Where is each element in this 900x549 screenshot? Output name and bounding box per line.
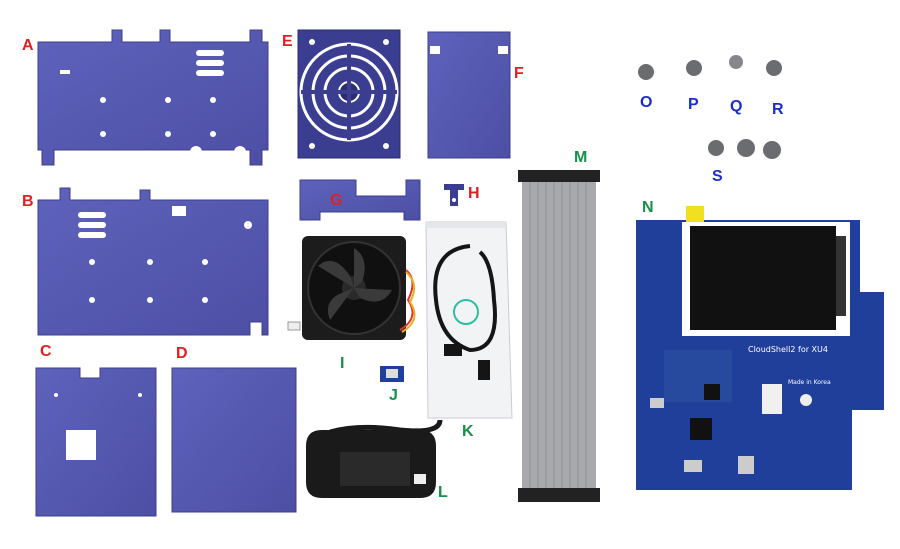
label-c: C [40, 343, 52, 360]
panel-f-fan-mount [427, 31, 511, 159]
pcb-title: CloudShell2 for XU4 [748, 345, 828, 354]
panel-e-fan-grill [297, 29, 401, 159]
panel-c-side-plate [35, 367, 157, 517]
label-f: F [514, 65, 524, 82]
part-l-power-adapter [306, 419, 443, 498]
label-n: N [642, 199, 654, 216]
label-k: K [462, 423, 474, 440]
label-g: G [330, 192, 343, 209]
label-j: J [389, 387, 398, 404]
label-i: I [340, 355, 345, 372]
label-b: B [22, 193, 34, 210]
label-e: E [282, 33, 293, 50]
part-k-usb-cable-bag [425, 221, 513, 419]
panel-d-side-plate [171, 367, 297, 513]
part-j-connector-board [380, 366, 404, 382]
part-m-ribbon-cable [518, 170, 600, 502]
screws-o-to-s [638, 55, 782, 159]
label-m: M [574, 149, 588, 166]
label-h: H [468, 185, 480, 202]
panel-b-bottom-plate [37, 187, 269, 336]
label-d: D [176, 345, 188, 362]
part-g-bracket [299, 179, 421, 221]
panel-a-top-plate [37, 29, 269, 166]
label-o: O [640, 94, 653, 111]
label-r: R [772, 101, 784, 118]
part-h-clip [444, 184, 464, 206]
label-p: P [688, 96, 699, 113]
label-a: A [22, 37, 34, 54]
part-n-lcd-pcb: CloudShell2 for XU4 Made in Korea [636, 206, 884, 490]
label-q: Q [730, 98, 743, 115]
pcb-made-in: Made in Korea [788, 379, 831, 386]
part-i-cooling-fan [287, 236, 416, 340]
label-l: L [438, 484, 448, 501]
label-s: S [712, 168, 723, 185]
